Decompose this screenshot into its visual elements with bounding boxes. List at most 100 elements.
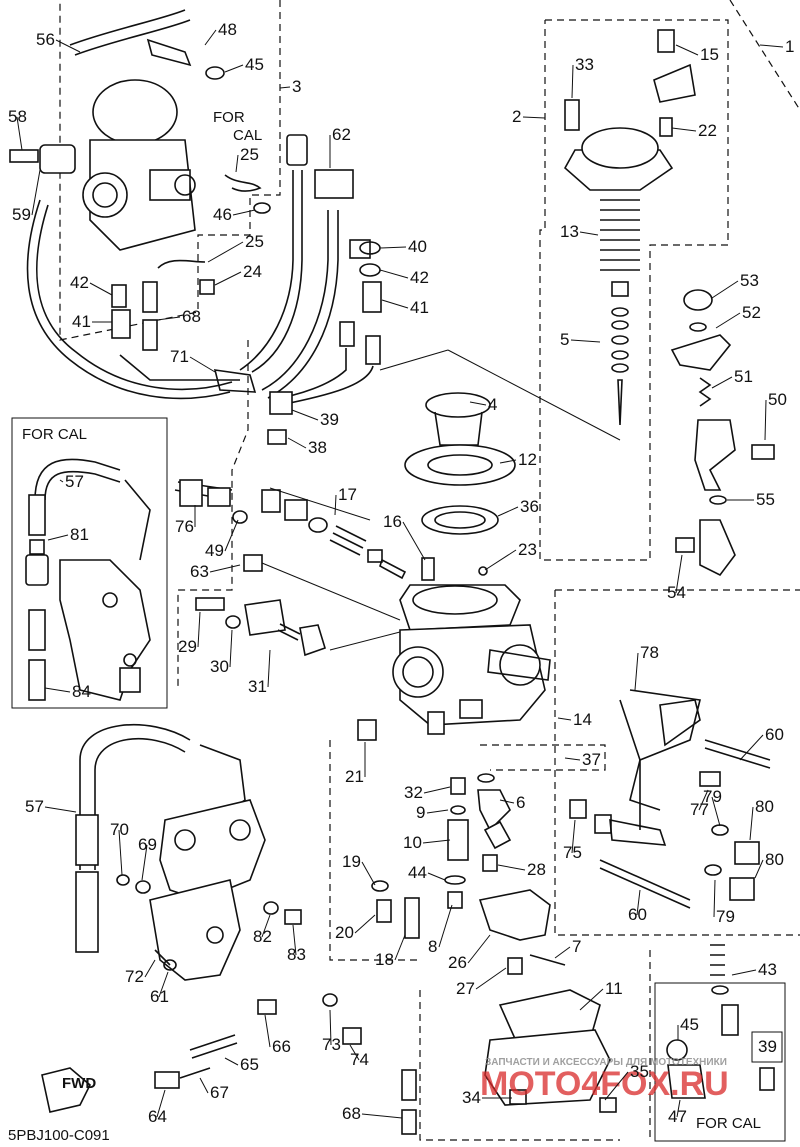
leader-c66 <box>264 1014 271 1048</box>
leader-c46 <box>232 209 256 216</box>
callout-c83: 83 <box>287 945 306 964</box>
breather-hoses <box>213 134 382 445</box>
leader-c58 <box>16 116 23 151</box>
callout-c6: 6 <box>516 793 525 812</box>
lower-right-group <box>569 689 771 1036</box>
callout-c17: 17 <box>338 485 357 504</box>
leader-c67 <box>199 1077 209 1094</box>
callout-c9: 9 <box>416 803 425 822</box>
leader-c17 <box>334 494 337 516</box>
callout-c62: 62 <box>332 125 351 144</box>
callout-c30: 30 <box>210 657 229 676</box>
leader-c79a <box>711 796 721 827</box>
carb-assembly-top <box>9 9 271 400</box>
callout-c72: 72 <box>125 967 144 986</box>
callout-c68b: 68 <box>342 1104 361 1123</box>
for-cal-label-bottom: FOR CAL <box>696 1115 761 1132</box>
callout-c42a: 42 <box>410 268 429 287</box>
callout-c81: 81 <box>70 525 89 544</box>
leader-c45a <box>224 64 244 73</box>
callout-c67: 67 <box>210 1083 229 1102</box>
callout-c1: 1 <box>785 37 794 56</box>
callout-c74: 74 <box>350 1050 369 1069</box>
callout-c16: 16 <box>383 512 402 531</box>
leader-c44 <box>427 872 446 881</box>
leader-c52 <box>715 312 741 329</box>
leader-c23 <box>484 549 517 571</box>
callout-c68a: 68 <box>182 307 201 326</box>
leader-c51 <box>711 376 733 389</box>
leader-c25b <box>207 241 244 263</box>
for-cal-label-top-line1: FOR <box>213 109 245 126</box>
fwd-label: FWD <box>62 1075 96 1092</box>
callout-c69: 69 <box>138 835 157 854</box>
diagram-code: 5PBJ100-C091 <box>8 1127 110 1144</box>
callout-c79a: 79 <box>703 787 722 806</box>
callout-c25b: 25 <box>245 232 264 251</box>
callout-c52: 52 <box>742 303 761 322</box>
leader-c81 <box>47 534 69 541</box>
callout-c31: 31 <box>248 677 267 696</box>
callout-c14: 14 <box>573 710 592 729</box>
leader-c64 <box>156 1089 166 1118</box>
leader-c50 <box>764 399 767 441</box>
leader-c20 <box>354 914 376 934</box>
callout-c15: 15 <box>700 45 719 64</box>
leader-c72 <box>144 959 156 978</box>
leader-c3 <box>279 86 291 89</box>
leader-c68a <box>156 316 181 321</box>
callout-c66: 66 <box>272 1037 291 1056</box>
leader-c7 <box>554 946 571 959</box>
callout-c34: 34 <box>462 1088 481 1107</box>
jets-float-group <box>357 719 617 1135</box>
callout-c80a: 80 <box>755 797 774 816</box>
leader-c40 <box>379 246 407 249</box>
callout-c70: 70 <box>110 820 129 839</box>
callout-c18: 18 <box>375 950 394 969</box>
leader-c27 <box>475 967 507 990</box>
callout-c43: 43 <box>758 960 777 979</box>
callout-c80b: 80 <box>765 850 784 869</box>
leader-c28 <box>497 864 526 871</box>
callout-c38: 38 <box>308 438 327 457</box>
leader-c30 <box>229 629 233 668</box>
callout-c79b: 79 <box>716 907 735 926</box>
leader-c6 <box>499 799 515 804</box>
callout-c60a: 60 <box>765 725 784 744</box>
leader-c75 <box>571 819 576 854</box>
leader-c31 <box>267 649 271 688</box>
watermark: ЗАПЧАСТИ И АКСЕССУАРЫ ДЛЯ МОТОТЕХНИКИ MO… <box>480 1057 729 1103</box>
callout-c13: 13 <box>560 222 579 241</box>
callout-c10: 10 <box>403 833 422 852</box>
lower-left-linkage <box>41 723 362 1113</box>
callout-c22: 22 <box>698 121 717 140</box>
callout-c51: 51 <box>734 367 753 386</box>
leader-c1 <box>759 44 784 48</box>
callout-c44: 44 <box>408 863 427 882</box>
leader-c22 <box>671 127 697 132</box>
leader-c71 <box>189 356 216 373</box>
leader-c77 <box>698 789 709 811</box>
callout-c3: 3 <box>292 77 301 96</box>
leader-c33 <box>571 64 574 99</box>
leader-c26 <box>467 934 491 964</box>
leader-c15 <box>675 44 699 56</box>
leader-c53 <box>711 280 739 299</box>
leader-c38 <box>287 437 307 449</box>
leader-c68b <box>361 1113 403 1119</box>
leader-c42b <box>89 282 113 296</box>
group-outlines <box>59 0 800 1141</box>
callout-c19: 19 <box>342 852 361 871</box>
callout-c56: 56 <box>36 30 55 49</box>
callout-c2: 2 <box>512 107 521 126</box>
leader-c63 <box>209 564 241 573</box>
callout-c58: 58 <box>8 107 27 126</box>
leader-c78 <box>634 652 639 691</box>
leader-layer <box>16 29 784 1119</box>
leader-c37 <box>564 757 581 761</box>
callout-c35: 35 <box>630 1062 649 1081</box>
callout-c50: 50 <box>768 390 787 409</box>
callout-c46: 46 <box>213 205 232 224</box>
leader-c9 <box>426 809 449 814</box>
